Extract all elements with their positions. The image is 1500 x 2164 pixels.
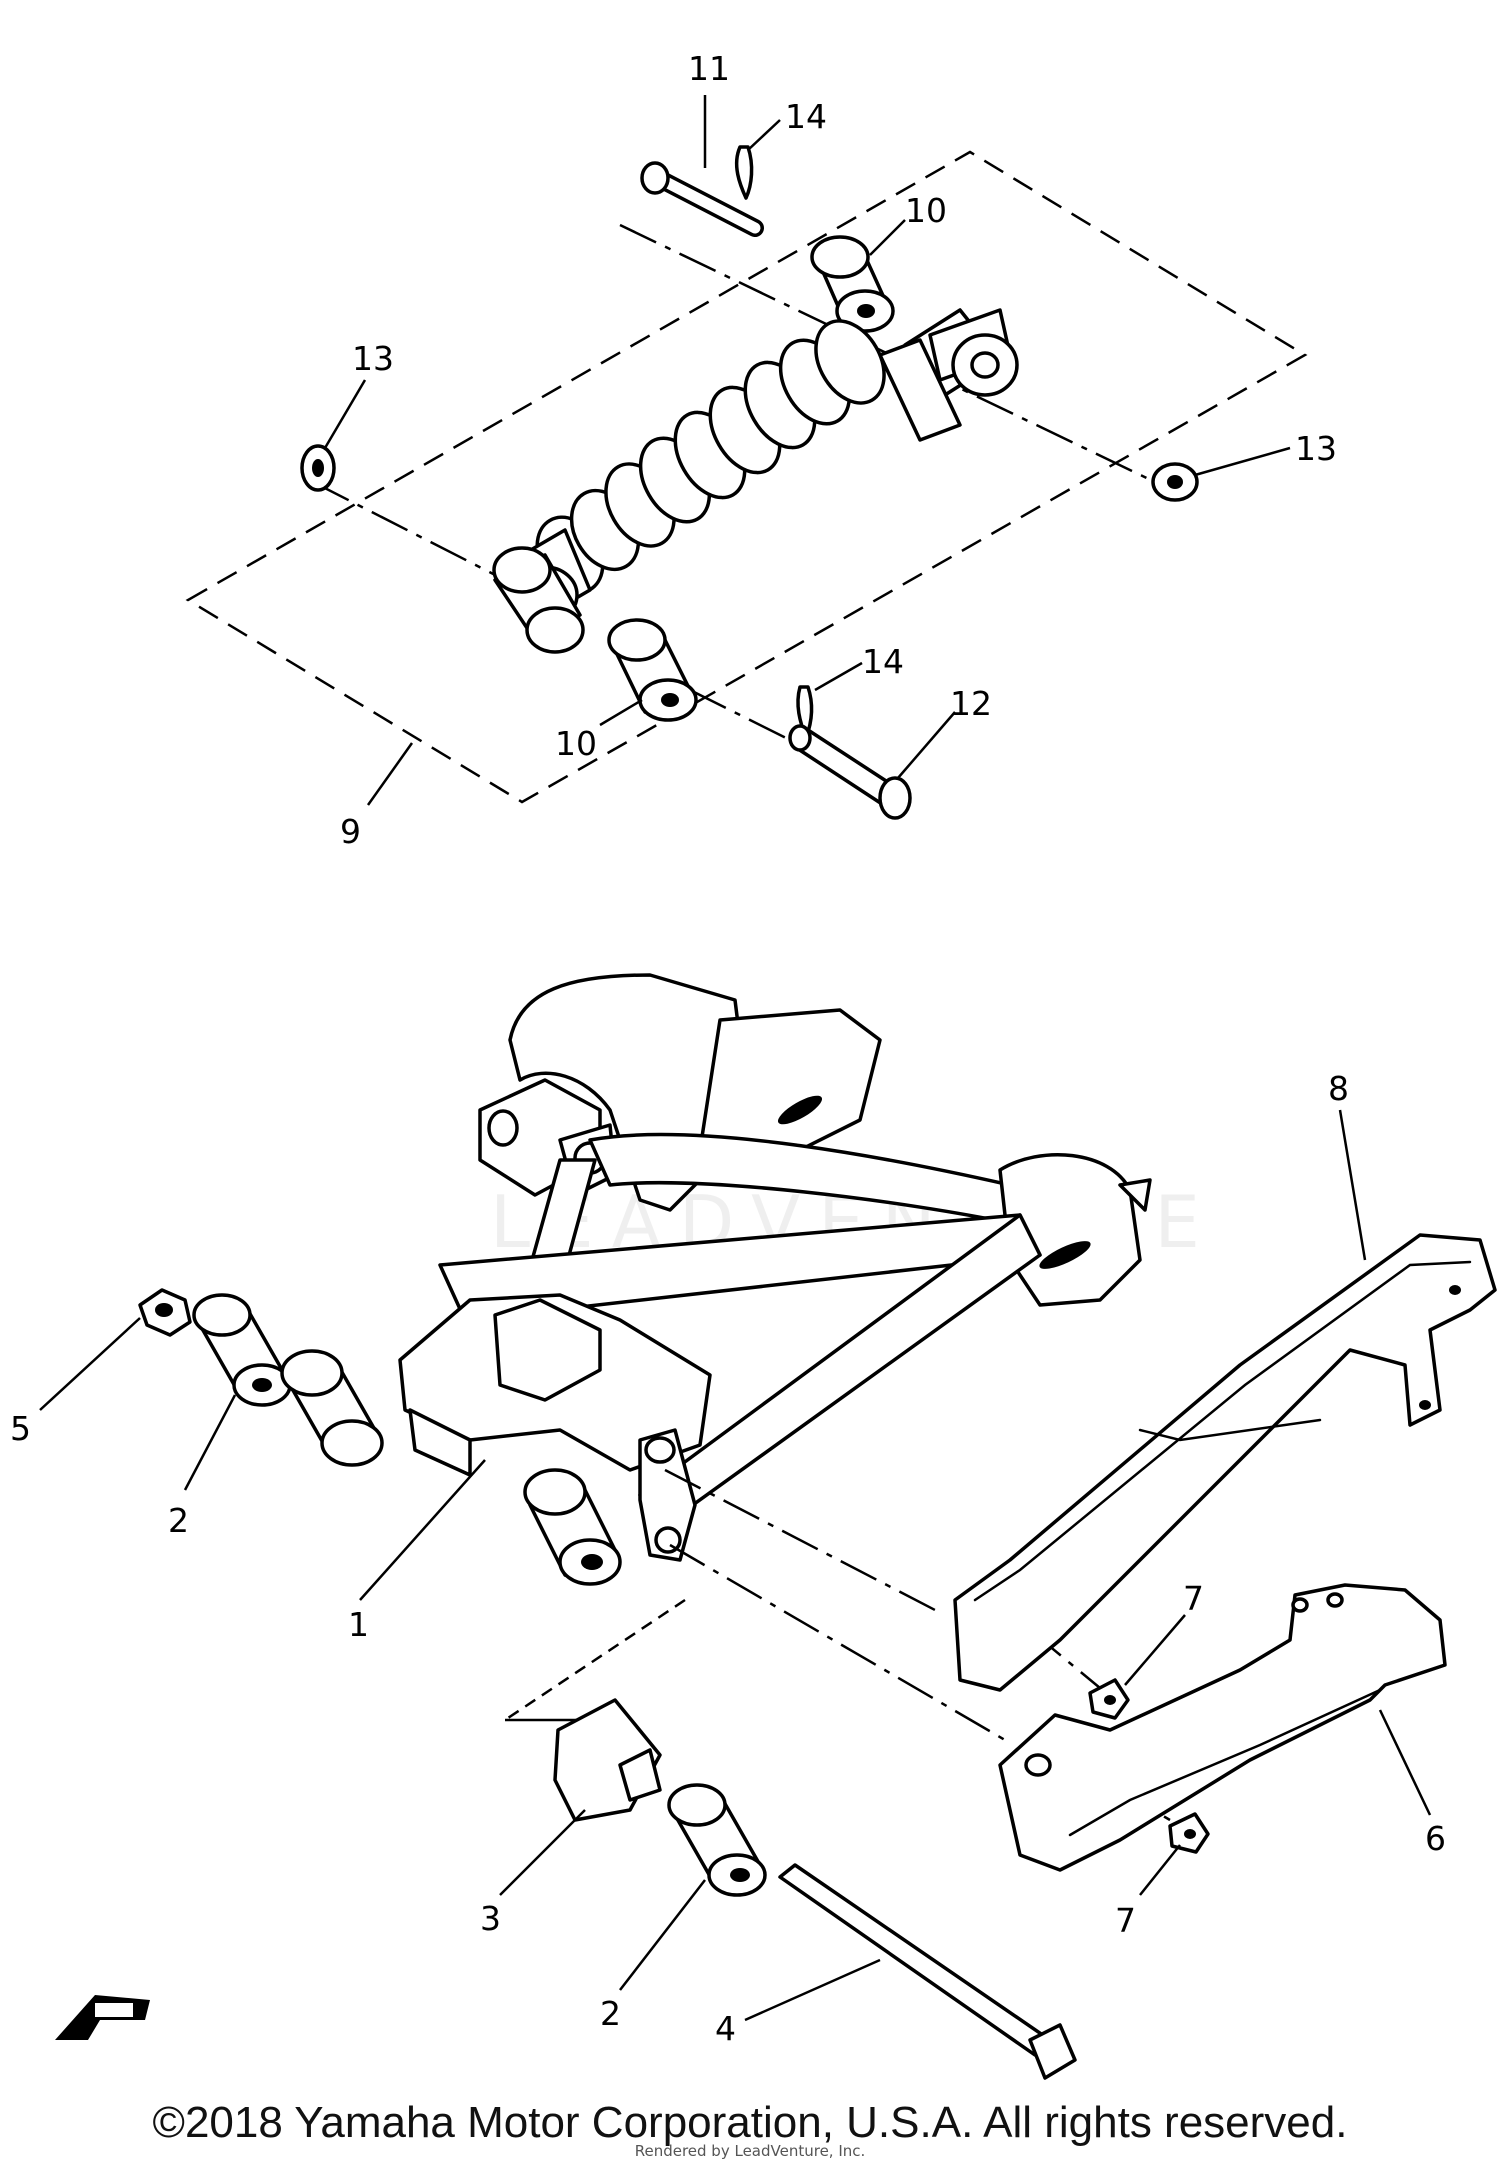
callout-13-right: 13 bbox=[1295, 429, 1337, 468]
callout-13-left: 13 bbox=[352, 339, 394, 378]
collar-10-bottom bbox=[607, 618, 698, 722]
front-direction-icon bbox=[55, 1995, 150, 2040]
callout-1: 1 bbox=[348, 1605, 369, 1644]
swingarm-group bbox=[398, 973, 1152, 1562]
collar-3 bbox=[553, 1698, 662, 1822]
callout-11: 11 bbox=[688, 49, 730, 88]
washer-13-right bbox=[1151, 462, 1199, 502]
bolt-12 bbox=[788, 724, 912, 820]
callout-5: 5 bbox=[10, 1409, 31, 1448]
bolt-7-upper bbox=[1088, 1678, 1130, 1720]
callout-3: 3 bbox=[480, 1899, 501, 1938]
callout-4: 4 bbox=[715, 2009, 736, 2048]
callout-2-lower: 2 bbox=[600, 1994, 621, 2033]
callout-2-upper: 2 bbox=[168, 1501, 189, 1540]
bush-right-swingarm bbox=[523, 1468, 622, 1586]
callout-6: 6 bbox=[1425, 1819, 1446, 1858]
bolt-7-lower bbox=[1168, 1812, 1210, 1854]
callout-14-bottom: 14 bbox=[862, 642, 904, 681]
callout-10-top: 10 bbox=[905, 191, 947, 230]
callout-labels: 11 14 10 13 13 14 12 10 9 8 5 2 1 7 6 7 … bbox=[10, 49, 1446, 2048]
bolt-11 bbox=[640, 161, 764, 237]
callout-12: 12 bbox=[950, 684, 992, 723]
chain-case-8 bbox=[953, 1233, 1497, 1692]
bush-2-upper bbox=[192, 1293, 292, 1407]
cotter-pin-14-top bbox=[734, 145, 754, 200]
bush-2-lower bbox=[667, 1783, 767, 1897]
rear-shock-absorber bbox=[492, 308, 1019, 654]
shock-assembly-group bbox=[185, 145, 1308, 820]
callout-7-lower: 7 bbox=[1115, 1901, 1136, 1940]
shock-spring bbox=[535, 319, 886, 595]
leader-lines bbox=[39, 95, 1432, 2022]
callout-8: 8 bbox=[1328, 1069, 1349, 1108]
callout-14-top: 14 bbox=[785, 97, 827, 136]
render-credit: Rendered by LeadVenture, Inc. bbox=[634, 2142, 866, 2160]
copyright-notice: ©2018 Yamaha Motor Corporation, U.S.A. A… bbox=[152, 2098, 1348, 2147]
pivot-shaft-4 bbox=[778, 1863, 1077, 2080]
chain-guard-6 bbox=[998, 1583, 1447, 1872]
washer-13-left bbox=[300, 444, 336, 492]
callout-9: 9 bbox=[340, 812, 361, 851]
nut-5 bbox=[138, 1288, 192, 1337]
callout-7-upper: 7 bbox=[1183, 1579, 1204, 1618]
collar-10-top bbox=[810, 235, 895, 333]
assembly-boundary bbox=[185, 150, 1308, 804]
bush-left-swingarm bbox=[280, 1349, 384, 1467]
callout-10-bottom: 10 bbox=[555, 724, 597, 763]
